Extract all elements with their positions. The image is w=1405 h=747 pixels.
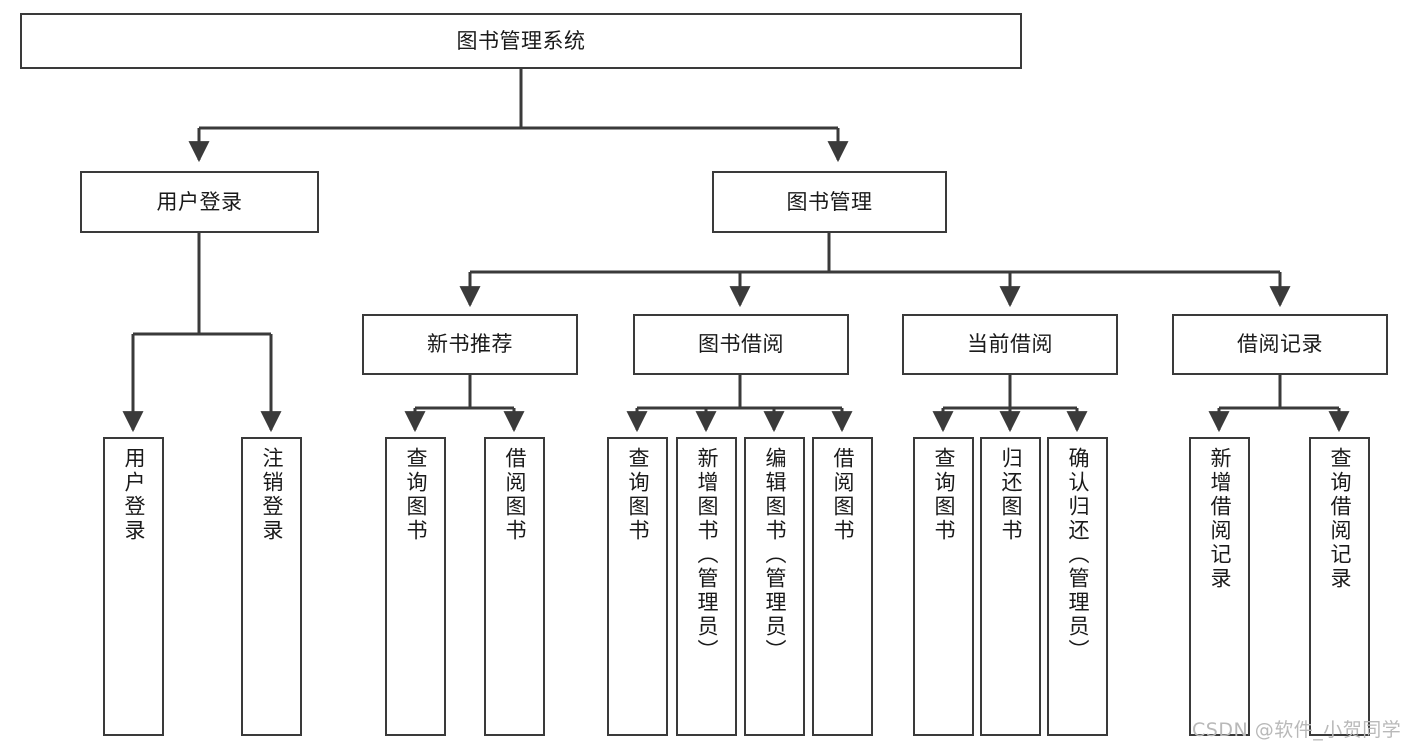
leaf-current-query-book-label: 查询图书 bbox=[932, 447, 956, 543]
leaf-user-login-signout-label: 注销登录 bbox=[260, 447, 284, 543]
leaf-borrow-query-book[interactable]: 查询图书 bbox=[607, 437, 668, 736]
node-user-login[interactable]: 用户登录 bbox=[80, 171, 319, 233]
leaf-user-login-signin-label: 用户登录 bbox=[122, 447, 146, 543]
node-current-borrow[interactable]: 当前借阅 bbox=[902, 314, 1118, 375]
leaf-borrow-add-book[interactable]: 新增图书（管理员） bbox=[676, 437, 737, 736]
leaf-recommend-query-book[interactable]: 查询图书 bbox=[385, 437, 446, 736]
leaf-user-login-signout[interactable]: 注销登录 bbox=[241, 437, 302, 736]
leaf-borrow-query-book-label: 查询图书 bbox=[626, 447, 650, 543]
node-book-borrow-label: 图书借阅 bbox=[698, 332, 784, 357]
leaf-borrow-borrow-book-label: 借阅图书 bbox=[831, 447, 855, 543]
leaf-record-add-record[interactable]: 新增借阅记录 bbox=[1189, 437, 1250, 736]
watermark: CSDN @软件_小贺同学 bbox=[1192, 719, 1402, 741]
node-user-login-label: 用户登录 bbox=[156, 189, 243, 214]
node-book-management-label: 图书管理 bbox=[786, 189, 873, 214]
node-book-management[interactable]: 图书管理 bbox=[712, 171, 947, 233]
node-new-book-recommend[interactable]: 新书推荐 bbox=[362, 314, 578, 375]
node-book-borrow[interactable]: 图书借阅 bbox=[633, 314, 849, 375]
leaf-record-query-record[interactable]: 查询借阅记录 bbox=[1309, 437, 1370, 736]
leaf-recommend-query-book-label: 查询图书 bbox=[404, 447, 428, 543]
leaf-borrow-borrow-book[interactable]: 借阅图书 bbox=[812, 437, 873, 736]
leaf-current-confirm-return[interactable]: 确认归还（管理员） bbox=[1047, 437, 1108, 736]
leaf-borrow-add-book-label: 新增图书（管理员） bbox=[695, 447, 719, 663]
leaf-record-add-record-label: 新增借阅记录 bbox=[1208, 447, 1232, 591]
leaf-borrow-edit-book[interactable]: 编辑图书（管理员） bbox=[744, 437, 805, 736]
leaf-user-login-signin[interactable]: 用户登录 bbox=[103, 437, 164, 736]
node-borrow-record[interactable]: 借阅记录 bbox=[1172, 314, 1388, 375]
leaf-recommend-borrow-book[interactable]: 借阅图书 bbox=[484, 437, 545, 736]
node-new-book-recommend-label: 新书推荐 bbox=[427, 332, 513, 357]
leaf-recommend-borrow-book-label: 借阅图书 bbox=[503, 447, 527, 543]
leaf-current-query-book[interactable]: 查询图书 bbox=[913, 437, 974, 736]
node-root[interactable]: 图书管理系统 bbox=[20, 13, 1022, 69]
node-borrow-record-label: 借阅记录 bbox=[1237, 332, 1323, 357]
node-current-borrow-label: 当前借阅 bbox=[967, 332, 1053, 357]
leaf-current-return-book-label: 归还图书 bbox=[999, 447, 1023, 543]
leaf-current-return-book[interactable]: 归还图书 bbox=[980, 437, 1041, 736]
leaf-borrow-edit-book-label: 编辑图书（管理员） bbox=[763, 447, 787, 663]
leaf-record-query-record-label: 查询借阅记录 bbox=[1328, 447, 1352, 591]
node-root-label: 图书管理系统 bbox=[456, 28, 586, 53]
leaf-current-confirm-return-label: 确认归还（管理员） bbox=[1066, 447, 1090, 663]
